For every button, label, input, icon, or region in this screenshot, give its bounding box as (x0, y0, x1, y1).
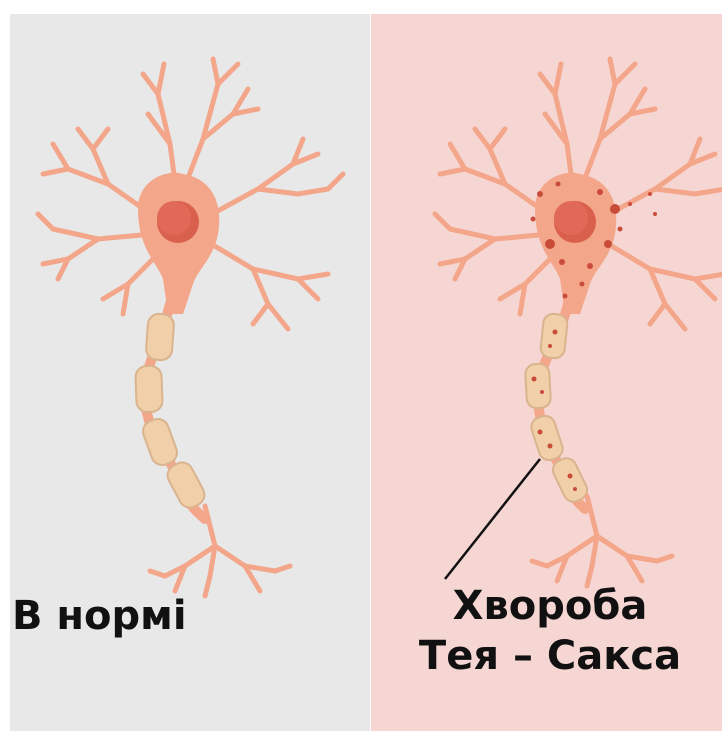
tay-sachs-label-line1: Хвороба (385, 586, 715, 626)
normal-neuron (38, 59, 343, 596)
pointer-line (445, 459, 540, 579)
tay-sachs-label-line2: Тея – Сакса (385, 636, 715, 676)
tay-sachs-neuron (435, 59, 722, 586)
tay-sachs-label: Хвороба Тея – Сакса (385, 586, 715, 686)
comparison-figure: В нормі Хвороба Тея – Сакса (10, 14, 722, 731)
normal-label: В нормі (12, 596, 187, 636)
